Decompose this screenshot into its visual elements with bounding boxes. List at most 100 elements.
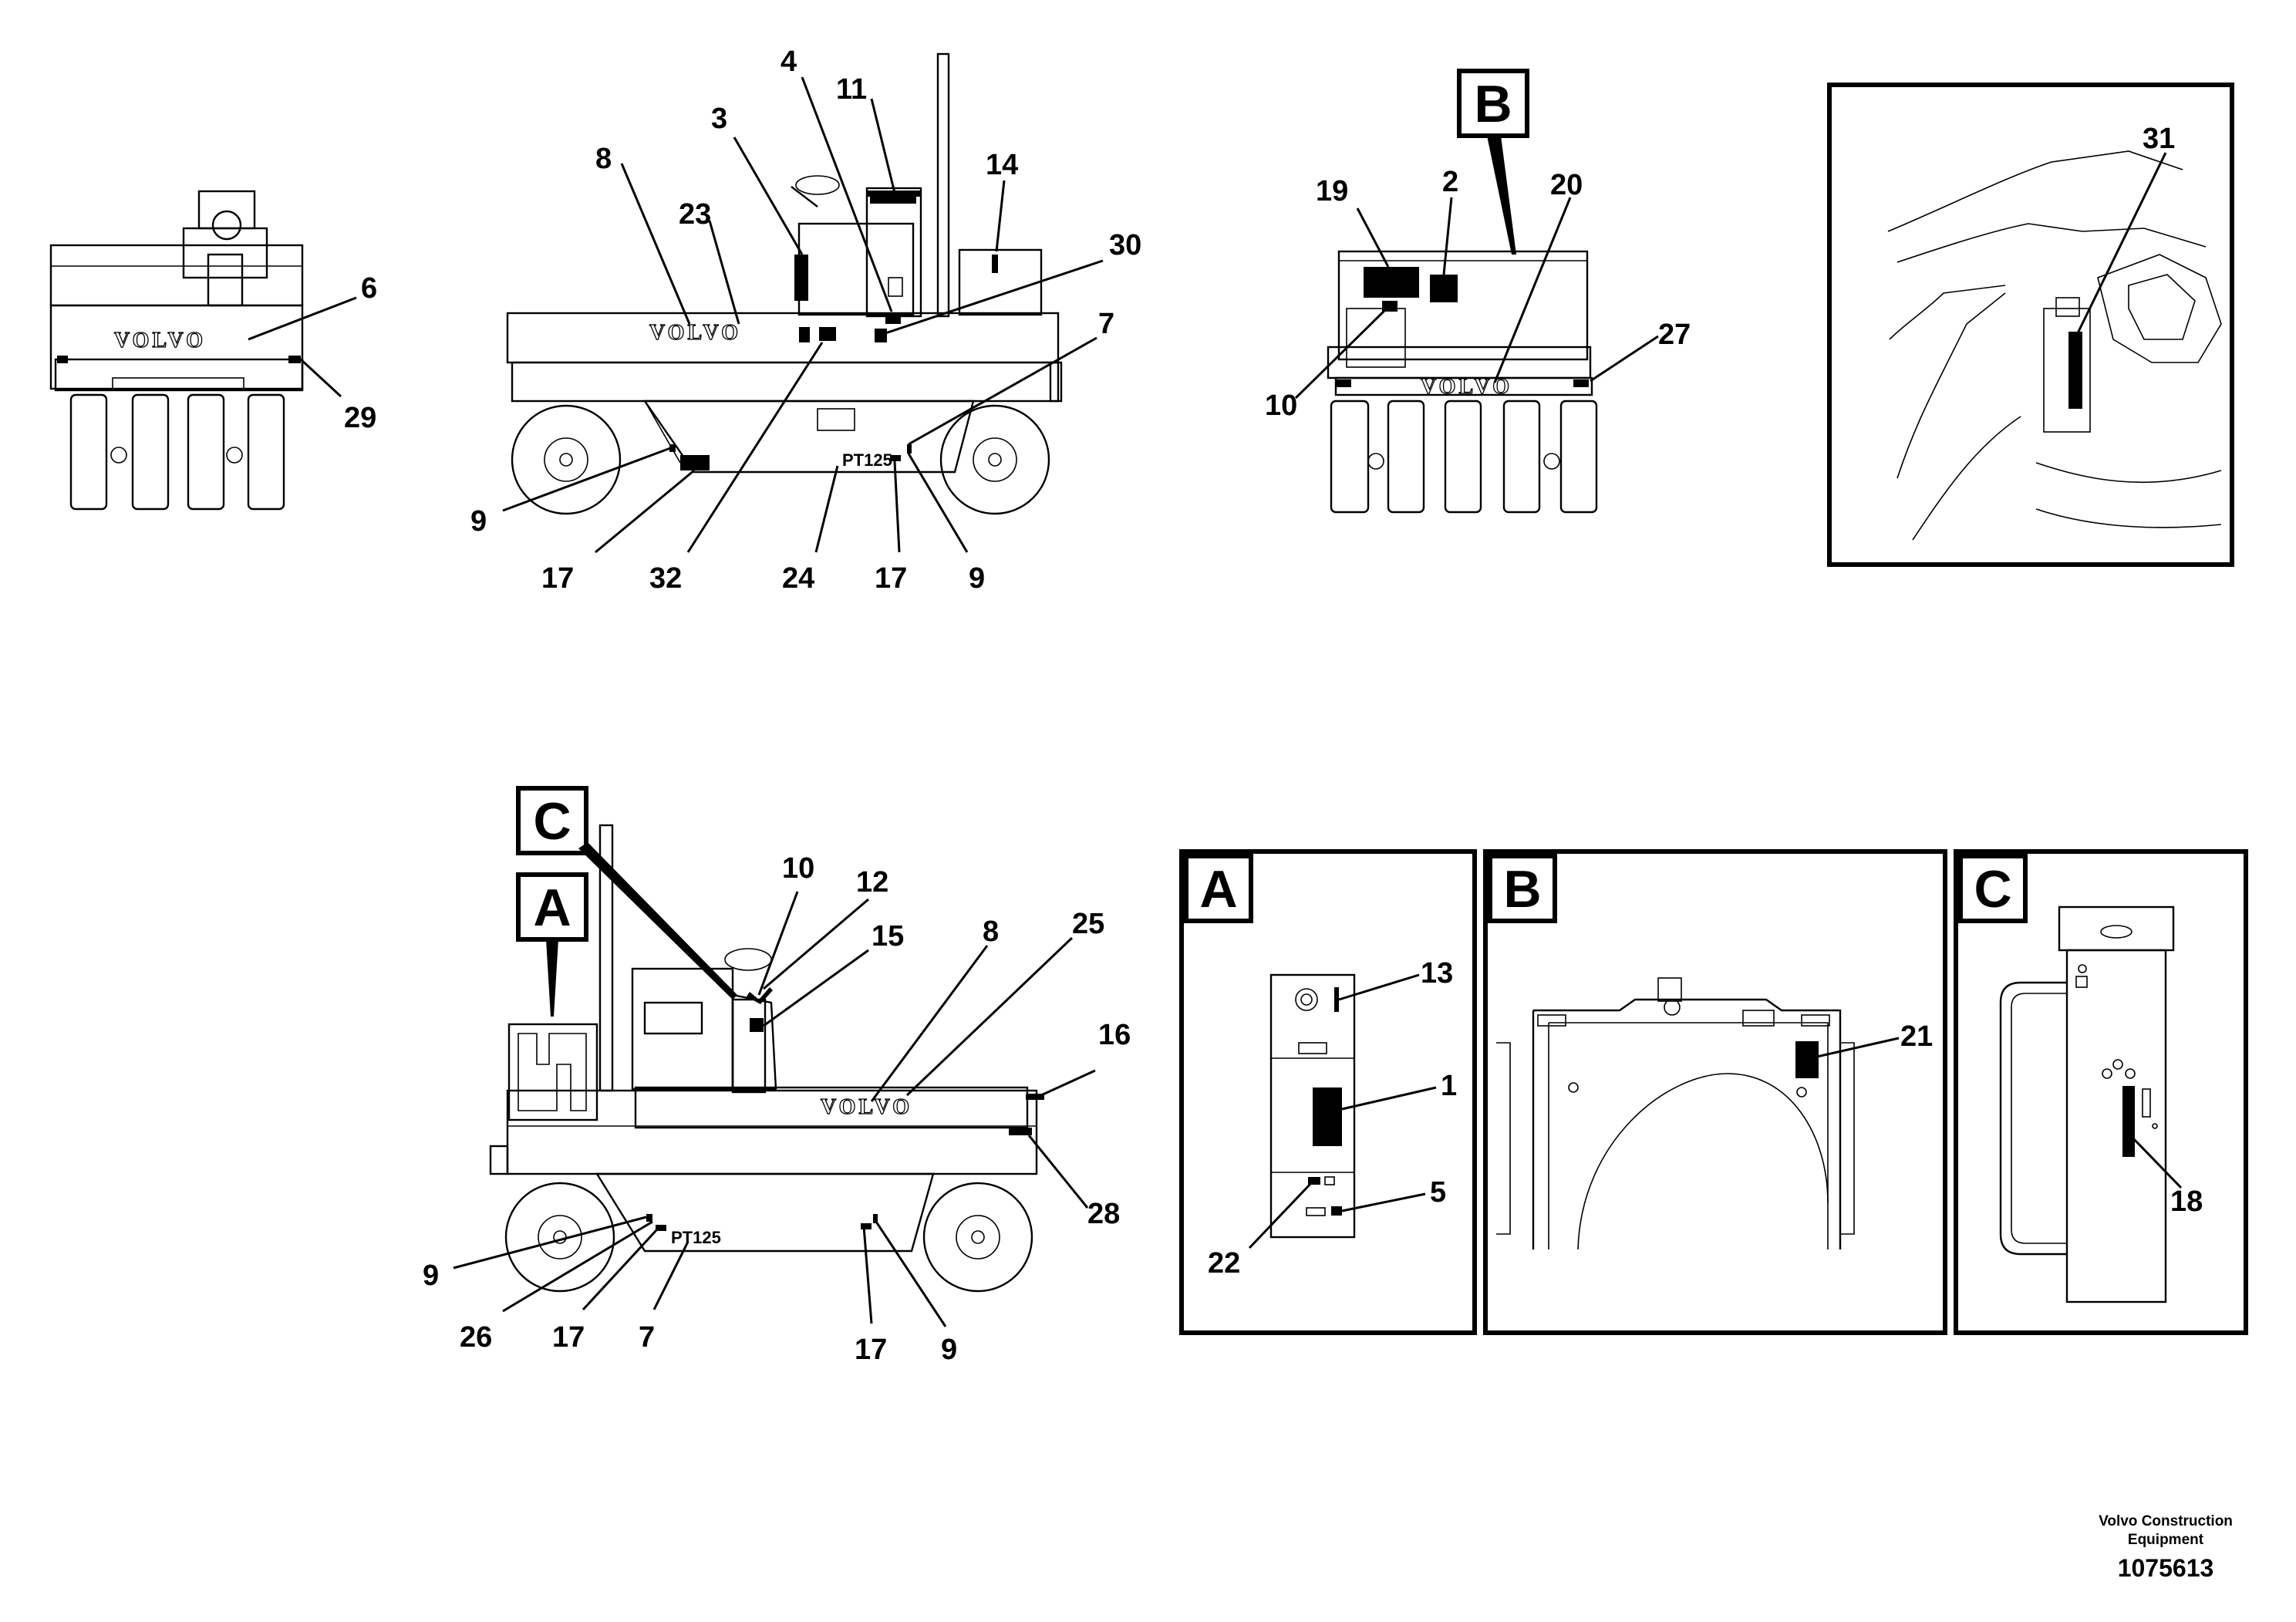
callout-13: 13: [1421, 957, 1453, 990]
decal-5: [1331, 1206, 1342, 1216]
detail-box-b: B 21: [1483, 849, 1947, 1335]
decal-3: [794, 255, 808, 301]
detail-box-c-label: C: [1974, 860, 2011, 919]
pointer-a: [546, 939, 558, 1017]
decal-9d: [873, 1214, 878, 1223]
callout-9: 9: [470, 505, 487, 538]
decal-11: [870, 196, 916, 204]
decal-22: [1308, 1177, 1320, 1185]
callout-5: 5: [1430, 1176, 1446, 1209]
decal-27-left: [1336, 379, 1351, 387]
decal-19: [1364, 267, 1419, 298]
decal-17d: [861, 1223, 872, 1229]
model-decal: PT125: [671, 1228, 721, 1247]
decal-10-tick: [747, 987, 773, 1004]
detail-marker-a: [516, 872, 588, 942]
pointer-c: [578, 842, 737, 1000]
callout-17: 17: [541, 562, 574, 595]
decal-30: [875, 329, 887, 342]
company-name-line2: Equipment: [2128, 1532, 2204, 1548]
detail-marker-b-label: B: [1474, 75, 1512, 133]
callout-17: 17: [855, 1334, 887, 1366]
engine-detail-box: 31: [1827, 83, 2234, 567]
document-number: 1075613: [2118, 1554, 2214, 1582]
decal-28: [1009, 1128, 1032, 1135]
decal-29: [288, 356, 301, 363]
pointer-b: [1487, 136, 1516, 255]
decal-21: [1795, 1041, 1819, 1078]
side-view-right: VOLVO PT125 8 23 3 4 11 14 30 7 9: [470, 46, 1141, 595]
detail-marker-b: [1457, 69, 1529, 138]
decal-17b: [890, 455, 901, 461]
callout-22: 22: [1208, 1247, 1240, 1280]
rear-view: VOLVO 19 2 20 10 27 B: [1265, 69, 1691, 514]
callout-11: 11: [836, 73, 867, 106]
decal-9b: [907, 444, 912, 454]
callout-17: 17: [552, 1321, 585, 1354]
callout-9: 9: [423, 1259, 439, 1292]
detail-box-b-label: B: [1503, 860, 1541, 919]
front-view: VOLVO 6 29: [49, 190, 377, 511]
callout-32: 32: [649, 562, 682, 595]
callout-16: 16: [1098, 1019, 1131, 1051]
callout-1: 1: [1441, 1070, 1457, 1102]
detail-marker-c-label: C: [533, 792, 571, 851]
callout-7: 7: [639, 1321, 655, 1354]
callout-23: 23: [679, 198, 711, 231]
callout-8: 8: [595, 143, 612, 175]
decal-32: [819, 327, 836, 341]
decal-15: [750, 1018, 764, 1032]
footer: Volvo Construction Equipment 1075613: [2099, 1513, 2233, 1582]
callout-15: 15: [872, 920, 904, 953]
callout-27: 27: [1658, 319, 1691, 351]
callout-7: 7: [1098, 308, 1114, 340]
model-decal: PT125: [842, 450, 892, 470]
callout-10: 10: [1265, 389, 1297, 422]
callout-20: 20: [1550, 169, 1583, 201]
detail-box-c: C 18: [1954, 849, 2248, 1335]
decal-16: [1026, 1094, 1044, 1100]
detail-box-a: A 13 1 5 22: [1179, 849, 1477, 1335]
callout-17: 17: [875, 562, 907, 595]
volvo-logo: VOLVO: [821, 1095, 912, 1119]
decal-18: [2122, 1086, 2135, 1157]
decal-32a: [799, 327, 810, 342]
decal-1: [1313, 1088, 1342, 1146]
callout-10: 10: [782, 852, 814, 885]
callout-30: 30: [1109, 229, 1141, 261]
volvo-logo: VOLVO: [1421, 375, 1512, 399]
detail-box-a-label: A: [1199, 860, 1237, 919]
callout-4: 4: [781, 46, 797, 78]
volvo-logo: VOLVO: [649, 321, 741, 345]
company-name-line1: Volvo Construction: [2099, 1513, 2233, 1529]
callout-8: 8: [983, 916, 999, 948]
decal-4: [885, 313, 901, 324]
side-view-left: VOLVO PT125 10 12 15 8 25 16 28 9 26 17 …: [423, 786, 1131, 1366]
callout-24: 24: [782, 562, 814, 595]
decal-31: [2068, 332, 2082, 409]
callout-29: 29: [344, 402, 376, 434]
decal-17a: [680, 455, 710, 470]
volvo-logo: VOLVO: [114, 329, 206, 352]
callout-18: 18: [2170, 1185, 2203, 1218]
decal-9c: [646, 1214, 652, 1222]
callout-12: 12: [856, 866, 888, 899]
callout-9: 9: [969, 562, 985, 595]
callout-26: 26: [460, 1321, 492, 1354]
detail-marker-a-label: A: [533, 878, 571, 937]
callout-25: 25: [1072, 908, 1104, 940]
callout-3: 3: [711, 103, 727, 135]
callout-28: 28: [1087, 1198, 1120, 1230]
callout-9: 9: [941, 1334, 957, 1366]
decal-27: [1573, 379, 1589, 387]
decal-29-left: [57, 356, 68, 363]
callout-14: 14: [986, 149, 1018, 181]
detail-marker-c: [516, 786, 588, 855]
decal-2: [1430, 275, 1458, 302]
decal-13: [1334, 987, 1339, 1012]
decal-17c: [656, 1225, 666, 1231]
callout-21: 21: [1900, 1020, 1933, 1053]
callout-31: 31: [2143, 123, 2175, 155]
callout-6: 6: [361, 272, 377, 305]
